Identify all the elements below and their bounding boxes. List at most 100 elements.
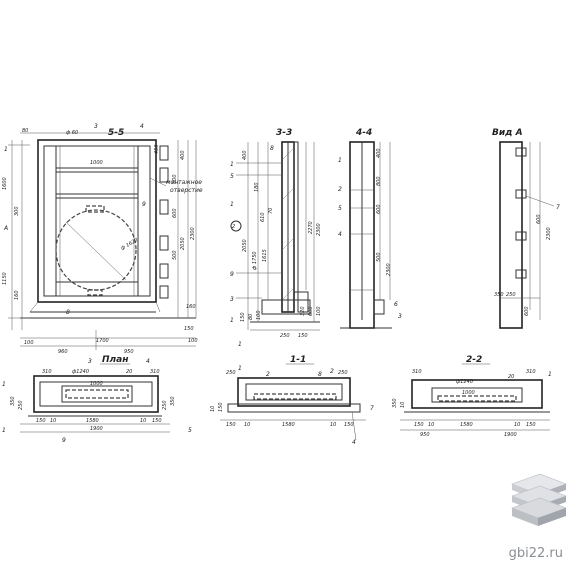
section-1-1: 1-1 1 2 8 7 4 250 250 10 150 150 10 1580… bbox=[210, 355, 374, 446]
dimension-label: 3-3 bbox=[276, 128, 292, 138]
dimension-label: 100 bbox=[188, 338, 198, 344]
dimension-label: отверстие bbox=[170, 187, 203, 194]
dimension-label: 250 bbox=[226, 370, 236, 376]
drawing-stroke bbox=[515, 189, 527, 199]
dimension-label: 150 bbox=[240, 312, 246, 322]
dimension-label: 1900 bbox=[504, 432, 517, 438]
dimension-label: 800 bbox=[376, 176, 382, 186]
dimension-label: 320 bbox=[300, 306, 306, 316]
dimension-label: 8 bbox=[318, 371, 322, 378]
dimension-label: 500 bbox=[172, 174, 178, 184]
dimension-label: 150 bbox=[152, 418, 162, 424]
drawing-stroke bbox=[65, 221, 127, 281]
dimension-label: 1 bbox=[4, 146, 8, 153]
dimension-label: 1580 bbox=[460, 422, 473, 428]
drawing-stroke bbox=[65, 389, 129, 399]
dimension-label: 950 bbox=[420, 432, 430, 438]
drawing-stroke bbox=[297, 291, 309, 313]
drawing-stroke bbox=[373, 299, 385, 315]
dimension-label: 9 bbox=[230, 271, 234, 278]
mounting-hole-note: монтажное bbox=[166, 179, 202, 186]
dimension-label: 100 bbox=[256, 310, 262, 320]
dimension-label: 2050 bbox=[180, 237, 186, 250]
drawing-stroke bbox=[525, 195, 555, 207]
drawing-stroke bbox=[281, 187, 295, 201]
dimension-label: 600 bbox=[172, 208, 178, 218]
dimension-label: 150 bbox=[226, 422, 236, 428]
dimension-label: 250 bbox=[280, 333, 290, 339]
dimension-label: 1900 bbox=[90, 426, 103, 432]
dimension-label: 250 bbox=[338, 370, 348, 376]
drawing-stroke bbox=[281, 147, 295, 161]
dimension-label: 80 bbox=[22, 128, 28, 134]
dimension-label: ф1240 bbox=[456, 379, 473, 385]
dimension-label: 160 bbox=[186, 304, 196, 310]
dimension-label: 310 bbox=[150, 369, 160, 375]
dimension-label: ф 1620 bbox=[120, 237, 139, 251]
outer-wall bbox=[37, 139, 157, 303]
dimension-label: 10 bbox=[140, 418, 146, 424]
dimension-label: 2300 bbox=[386, 263, 392, 276]
dimension-label: 400 bbox=[376, 148, 382, 158]
dimension-label: 600 bbox=[536, 214, 542, 224]
drawing-stroke bbox=[29, 301, 39, 313]
drawing-stroke bbox=[245, 383, 343, 401]
dimension-label: 1 bbox=[2, 381, 6, 388]
drawing-stroke bbox=[39, 381, 153, 407]
drawing-stroke bbox=[499, 141, 523, 329]
dimension-label: 350 bbox=[392, 398, 398, 408]
gbi-logo-icon bbox=[511, 473, 567, 526]
dimension-label: 1600 bbox=[2, 177, 8, 190]
dimension-label: 4 bbox=[146, 358, 150, 365]
drawing-stroke bbox=[159, 167, 169, 183]
dimension-label: 10 bbox=[244, 422, 250, 428]
dimension-label: 150 bbox=[526, 422, 536, 428]
dimension-label: 950 bbox=[124, 349, 134, 355]
dimension-label: 5 bbox=[230, 173, 234, 180]
drawing-stroke bbox=[159, 199, 169, 215]
dimension-label: 250 bbox=[162, 400, 168, 410]
dimension-label: 3 bbox=[398, 313, 402, 320]
dimension-label: 310 bbox=[412, 369, 422, 375]
dimension-label: 150 bbox=[218, 402, 224, 412]
dimension-label: 9 bbox=[62, 437, 66, 444]
dimension-label: 1-1 bbox=[290, 355, 306, 365]
dimension-label: 600 bbox=[308, 306, 314, 316]
dimension-label: 400 bbox=[180, 150, 186, 160]
drawing-stroke bbox=[411, 379, 543, 409]
dimension-label: 1 bbox=[230, 161, 234, 168]
dimension-label: 10 bbox=[400, 402, 406, 408]
dimension-label: 960 bbox=[58, 349, 68, 355]
dimension-label: ф 1750 bbox=[252, 251, 258, 270]
dimension-label: 2300 bbox=[546, 227, 552, 240]
dimension-label: 7 bbox=[370, 405, 374, 412]
dimension-label: 5 bbox=[338, 205, 342, 212]
dimension-label: 70 bbox=[268, 208, 274, 214]
dimension-label: 1000 bbox=[462, 390, 475, 396]
drawing-stroke bbox=[515, 269, 527, 279]
svg-text:2: 2 bbox=[232, 224, 235, 230]
dimension-label: А bbox=[3, 225, 8, 232]
dimension-label: 2050 bbox=[242, 239, 248, 252]
dimension-label: 600 bbox=[524, 306, 530, 316]
dimension-label: 3 bbox=[88, 358, 92, 365]
dimension-label: 20 bbox=[508, 374, 514, 380]
watermark-text[interactable]: gbi22.ru bbox=[508, 546, 563, 561]
plan-view: План 1 1 5 9 310 ф1240 20 310 1000 350 2… bbox=[2, 355, 192, 444]
dimension-label: 300 bbox=[14, 206, 20, 216]
drawing-stroke bbox=[281, 237, 295, 251]
dimension-label: 3 bbox=[94, 123, 98, 130]
dimension-label: 150 bbox=[414, 422, 424, 428]
dimension-label: 250 bbox=[18, 400, 24, 410]
drawing-stroke bbox=[515, 147, 527, 157]
dimension-label: 10 bbox=[428, 422, 434, 428]
dimension-label: ф 60 bbox=[66, 130, 78, 136]
dimension-label: 1 bbox=[238, 365, 242, 372]
dimension-label: 3 bbox=[230, 296, 234, 303]
dimension-label: 1 bbox=[548, 371, 552, 378]
dimension-label: План bbox=[102, 355, 128, 365]
dimension-label: 150 bbox=[184, 326, 194, 332]
dimension-label: 7 bbox=[556, 204, 560, 211]
dimension-label: 180 bbox=[254, 182, 260, 192]
dimension-label: 20 bbox=[126, 369, 132, 375]
